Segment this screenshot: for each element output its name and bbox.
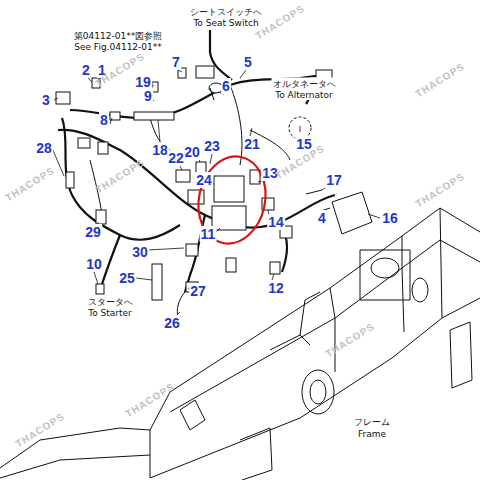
callout-number: 11	[200, 226, 217, 242]
watermark: THACOPS	[323, 321, 376, 360]
frame	[0, 208, 480, 480]
callout-number: 30	[131, 244, 149, 260]
routing-note: シートスイッチへ	[189, 6, 263, 19]
callout-number: 16	[381, 210, 399, 226]
routing-note: フレーム	[353, 416, 391, 429]
watermark: THACOPS	[93, 157, 146, 196]
watermark: THACOPS	[13, 411, 66, 450]
routing-note: 第04112-01**図参照	[73, 30, 163, 43]
leader-lines	[52, 70, 380, 316]
callout-number: 22	[167, 150, 185, 166]
callout-number: 24	[195, 172, 213, 188]
callout-number: 14	[267, 214, 285, 230]
thin-wires	[90, 85, 290, 318]
connectors	[56, 66, 372, 300]
wire-harness	[58, 30, 335, 292]
callout-number: 9	[143, 88, 153, 104]
routing-note: To Starter	[87, 308, 133, 318]
callout-number: 18	[151, 142, 169, 158]
watermark: THACOPS	[3, 165, 56, 204]
callout-number: 4	[317, 210, 327, 226]
callout-number: 7	[171, 54, 181, 70]
callout-number: 5	[243, 54, 253, 70]
callout-number: 21	[243, 136, 261, 152]
callout-number: 19	[134, 74, 152, 90]
watermark: THACOPS	[413, 171, 466, 210]
callout-number: 23	[203, 138, 221, 154]
callout-number: 20	[183, 144, 201, 160]
callout-number: 10	[85, 256, 103, 272]
callout-number: 2	[81, 62, 91, 78]
callout-number: 3	[41, 92, 51, 108]
watermark: THACOPS	[123, 381, 176, 420]
routing-note: スタータへ	[87, 296, 134, 309]
routing-note: Frame	[357, 429, 387, 439]
callout-number: 8	[99, 112, 109, 128]
callout-number: 28	[35, 140, 53, 156]
routing-note: To Seat Switch	[192, 18, 259, 28]
callout-number: 27	[189, 283, 207, 299]
callout-number: 25	[118, 270, 136, 286]
callout-number: 6	[221, 78, 231, 94]
callout-number: 29	[84, 224, 102, 240]
routing-note: To Alternator	[274, 90, 334, 100]
watermark: THACOPS	[413, 61, 466, 100]
routing-note: オルタネータへ	[272, 78, 337, 91]
routing-note: See Fig.04112-01**	[73, 42, 163, 52]
callout-number: 17	[325, 172, 343, 188]
callout-number: 12	[267, 280, 285, 296]
callout-number: 26	[163, 315, 181, 331]
